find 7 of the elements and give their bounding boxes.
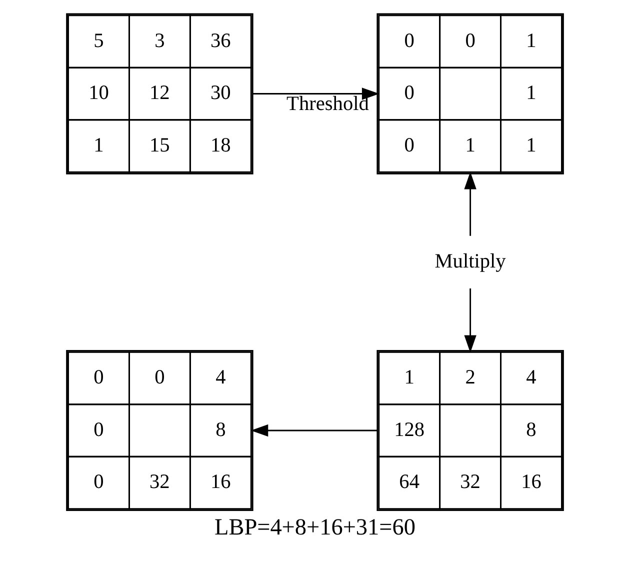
arrow	[464, 172, 476, 236]
edge-label: Threshold	[286, 93, 369, 116]
caption: LBP=4+8+16+31=60	[214, 514, 416, 541]
node-text: Multiply	[434, 250, 506, 272]
arrow	[464, 288, 476, 353]
arrow	[252, 88, 380, 100]
arrow	[250, 424, 378, 437]
